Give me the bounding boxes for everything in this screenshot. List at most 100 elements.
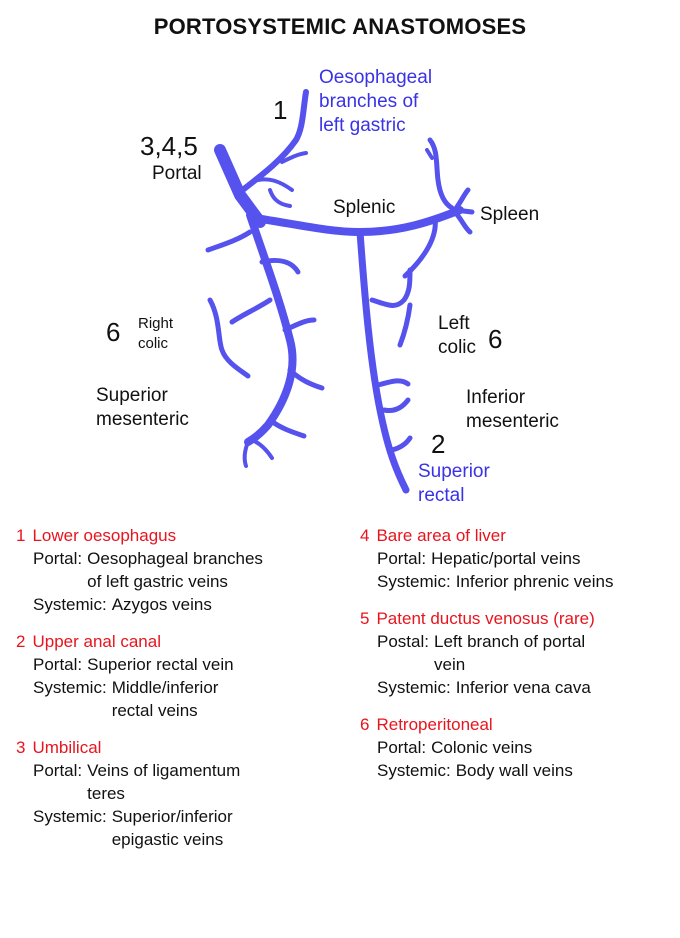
anastomosis-row: Postal:Left branch of portal vein <box>360 630 680 676</box>
anastomosis-row: Systemic:Body wall veins <box>360 759 680 782</box>
anastomosis-heading: 3 Umbilical <box>16 736 346 759</box>
sm-branch-g <box>242 440 250 468</box>
anastomosis-row: Systemic:Middle/inferior rectal veins <box>16 676 346 722</box>
inferior-mesenteric-vein <box>356 228 410 494</box>
splenic-branch-mid <box>452 207 475 215</box>
anastomosis-site: Lower oesophagus <box>32 526 177 545</box>
row-key: Portal: <box>33 655 83 674</box>
sm-branch-h <box>250 438 274 460</box>
splenic-branch-upper <box>452 187 471 213</box>
portal-vein <box>214 144 266 228</box>
left-colic-vein <box>369 267 413 308</box>
row-value: Colonic veins <box>431 738 533 757</box>
row-key: Postal: <box>377 632 429 651</box>
anastomosis-6-right-marker: 6 <box>488 324 503 354</box>
oesophageal-branches-label: Oesophageal branches of left gastric <box>319 67 433 136</box>
row-key: Systemic: <box>377 572 451 591</box>
row-value: Middle/inferior rectal veins <box>111 678 219 720</box>
anastomosis-number: 5 <box>360 609 370 628</box>
gastric-branch <box>256 177 294 192</box>
anastomosis-row: Systemic:Azygos veins <box>16 593 346 616</box>
splenic-branch-lower <box>452 209 473 235</box>
page-title: PORTOSYSTEMIC ANASTOMOSES <box>153 14 527 39</box>
anastomosis-site: Patent ductus venosus (rare) <box>376 609 595 628</box>
row-value: Body wall veins <box>455 761 573 780</box>
row-key: Portal: <box>33 761 83 780</box>
row-key: Portal: <box>33 549 83 568</box>
anastomosis-site: Upper anal canal <box>32 632 161 651</box>
row-value: Left branch of portal vein <box>433 632 586 674</box>
inferior-mesenteric-label: Inferior mesenteric <box>466 387 559 432</box>
im-branch-c <box>381 397 411 413</box>
right-colic-vein <box>207 297 251 379</box>
anastomosis-number: 2 <box>16 632 26 651</box>
right-colic-label: Right colic <box>138 315 174 352</box>
sm-branch-f <box>267 417 307 439</box>
anastomosis-number: 6 <box>360 715 370 734</box>
row-value: Veins of ligamentum teres <box>87 761 241 803</box>
anastomosis-1-marker: 1 <box>273 95 288 125</box>
row-value: Oesophageal branches of left gastric vei… <box>87 549 263 591</box>
row-key: Portal: <box>377 738 427 757</box>
sm-branch-e <box>287 367 325 391</box>
left-colic-label: Left colic <box>438 313 477 358</box>
anastomosis-row: Portal:Veins of ligamentum teres <box>16 759 346 805</box>
anastomosis-6-left-marker: 6 <box>106 317 121 347</box>
row-key: Systemic: <box>33 595 107 614</box>
row-value: Superior rectal vein <box>87 655 234 674</box>
sm-branch-a <box>205 229 253 253</box>
oesophageal-branch <box>280 151 308 164</box>
sm-branch-d <box>282 317 317 333</box>
portal-label: Portal <box>152 163 202 184</box>
superior-mesenteric-label: Superior mesenteric <box>96 385 189 430</box>
splenic-label: Splenic <box>333 197 396 218</box>
gastric-branch-2 <box>268 188 292 208</box>
row-key: Systemic: <box>33 807 107 826</box>
row-value: Superior/inferior epigastic veins <box>111 807 233 849</box>
anastomosis-row: Portal:Colonic veins <box>360 736 680 759</box>
row-value: Inferior vena cava <box>455 678 591 697</box>
short-gastric-branch <box>427 137 455 211</box>
anastomosis-entry-5: 5 Patent ductus venosus (rare) Postal:Left… <box>360 607 680 699</box>
row-key: Systemic: <box>33 678 107 697</box>
anastomosis-row: Portal:Oesophageal branches of left gast… <box>16 547 346 593</box>
anastomosis-345-marker: 3,4,5 <box>140 131 198 161</box>
superior-rectal-label: Superior rectal <box>418 461 490 506</box>
superior-mesenteric-vein <box>244 211 297 446</box>
anastomosis-number: 4 <box>360 526 370 545</box>
im-branch-b <box>375 378 411 388</box>
row-value: Hepatic/portal veins <box>431 549 581 568</box>
im-branch-d <box>389 435 413 453</box>
row-key: Portal: <box>377 549 427 568</box>
anastomosis-site: Umbilical <box>32 738 102 757</box>
anastomosis-row: Portal:Superior rectal vein <box>16 653 346 676</box>
anastomosis-site: Retroperitoneal <box>376 715 493 734</box>
anastomosis-number: 3 <box>16 738 26 757</box>
portal-venous-diagram <box>205 89 475 494</box>
anastomosis-heading: 1 Lower oesophagus <box>16 524 346 547</box>
anastomosis-row: Portal:Hepatic/portal veins <box>360 547 680 570</box>
anastomosis-row: Systemic:Superior/inferior epigastic vei… <box>16 805 346 851</box>
anastomosis-heading: 5 Patent ductus venosus (rare) <box>360 607 680 630</box>
sm-branch-c <box>229 297 273 325</box>
row-key: Systemic: <box>377 678 451 697</box>
anastomosis-row: Systemic:Inferior vena cava <box>360 676 680 699</box>
anastomosis-row: Systemic:Inferior phrenic veins <box>360 570 680 593</box>
anastomosis-heading: 2 Upper anal canal <box>16 630 346 653</box>
sm-branch-b <box>259 257 301 275</box>
anastomosis-number: 1 <box>16 526 26 545</box>
row-value: Azygos veins <box>111 595 212 614</box>
anastomosis-2-marker: 2 <box>431 429 446 459</box>
spleen-label: Spleen <box>480 204 540 225</box>
row-value: Inferior phrenic veins <box>455 572 614 591</box>
anastomosis-heading: 6 Retroperitoneal <box>360 713 680 736</box>
row-key: Systemic: <box>377 761 451 780</box>
